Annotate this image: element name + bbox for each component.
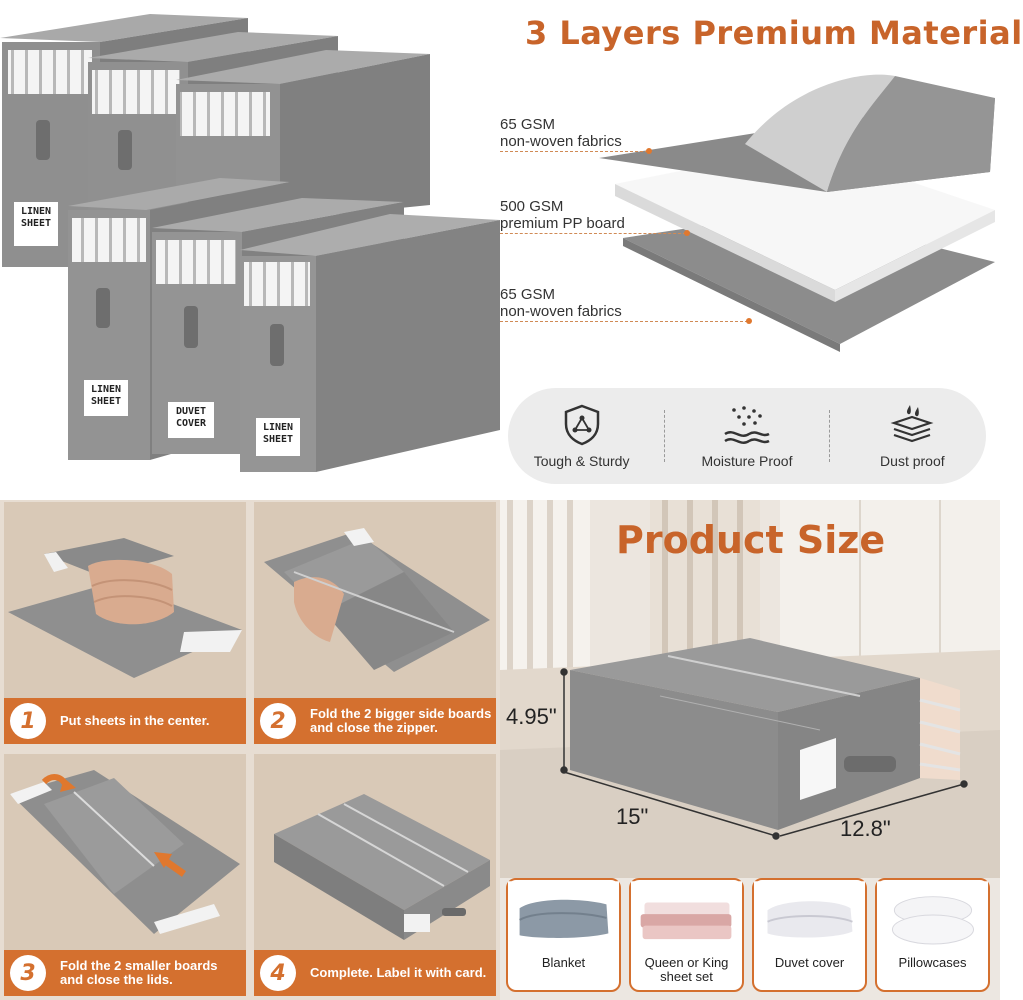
- layer-top-dot: [646, 148, 652, 154]
- step-2-number: 2: [260, 703, 296, 739]
- layer-bottom-leader: [500, 321, 748, 322]
- product-size-panel: Product Size 4.95" 15" 12.8" Blanket Que…: [500, 500, 1000, 1000]
- pillowcases-image: [877, 881, 988, 951]
- feature-moisture: Moisture Proof: [682, 403, 812, 469]
- box-front-3: [240, 214, 500, 472]
- step-1-illustration: [4, 502, 246, 702]
- box-label: LINEN SHEET: [90, 384, 122, 407]
- box-label: DUVET COVER: [175, 406, 207, 429]
- feature-divider: [829, 410, 831, 462]
- room-scene: [500, 500, 1000, 878]
- step-1-caption: 1 Put sheets in the center.: [4, 698, 246, 744]
- step-2-illustration: [254, 502, 496, 702]
- sheet-set-image: [631, 881, 742, 951]
- use-card-pillowcases: Pillowcases: [875, 878, 990, 992]
- feature-tough: Tough & Sturdy: [517, 403, 647, 469]
- step-4-caption: 4 Complete. Label it with card.: [254, 950, 496, 996]
- step-1-number: 1: [10, 703, 46, 739]
- use-card-duvet: Duvet cover: [752, 878, 867, 992]
- use-label: Blanket: [541, 955, 586, 970]
- layer-middle-leader: [500, 233, 686, 234]
- layer-middle-dot: [684, 230, 690, 236]
- feature-bar: Tough & Sturdy Moisture Proof: [508, 388, 986, 484]
- storage-boxes-photo: LINEN SHEET LINEN SHEET DUVET COVER LINE…: [0, 0, 500, 500]
- box-back-3: [176, 50, 430, 220]
- step-4-illustration: [254, 754, 496, 954]
- layers-title: 3 Layers Premium Material: [525, 14, 1023, 52]
- step-1-text: Put sheets in the center.: [60, 713, 210, 728]
- step-3-number: 3: [10, 955, 46, 991]
- box-label: LINEN SHEET: [20, 206, 52, 229]
- blanket-image: [508, 881, 619, 951]
- depth-dimension: 12.8": [840, 816, 891, 841]
- step-4: 4 Complete. Label it with card.: [254, 754, 496, 996]
- step-4-text: Complete. Label it with card.: [310, 965, 487, 980]
- dust-icon: [847, 403, 977, 447]
- feature-dust: Dust proof: [847, 403, 977, 469]
- layer-top-leader: [500, 151, 648, 152]
- product-size-title: Product Size: [616, 518, 886, 562]
- shield-icon: [517, 403, 647, 447]
- use-label: Pillowcases: [898, 955, 967, 970]
- height-dimension: 4.95": [506, 704, 557, 729]
- box-label: LINEN SHEET: [262, 422, 294, 445]
- feature-divider: [663, 410, 665, 462]
- moisture-icon: [682, 403, 812, 447]
- layer-bottom-dot: [746, 318, 752, 324]
- step-4-number: 4: [260, 955, 296, 991]
- width-dimension: 15": [616, 804, 649, 829]
- folding-steps-panel: 1 Put sheets in the center. 2 Fold the 2…: [0, 500, 500, 1000]
- duvet-image: [754, 881, 865, 951]
- storage-boxes-illustration: [0, 14, 500, 472]
- material-layers-illustration: [599, 74, 995, 352]
- use-label: Duvet cover: [774, 955, 845, 970]
- use-card-blanket: Blanket: [506, 878, 621, 992]
- step-3-illustration: [4, 754, 246, 954]
- step-1: 1 Put sheets in the center.: [4, 502, 246, 744]
